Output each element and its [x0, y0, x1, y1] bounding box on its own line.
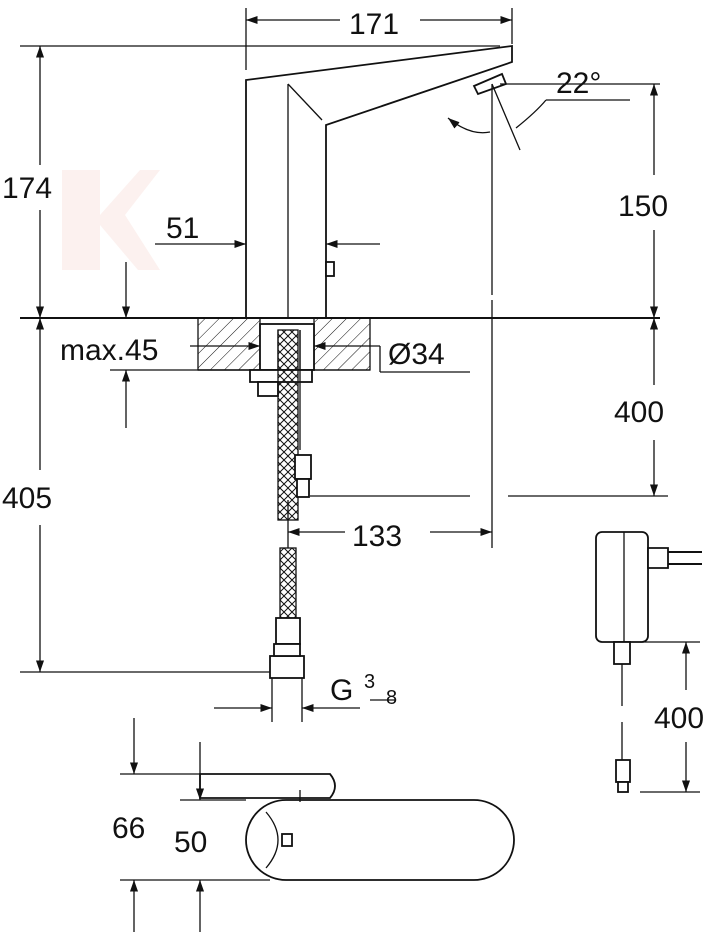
faucet-plan-view — [120, 718, 515, 932]
dim-top-width: 171 — [349, 8, 399, 41]
dim-connection-sub: 8 — [386, 687, 397, 709]
dim-hole-diameter: Ø34 — [388, 338, 445, 371]
dim-spout-height: 150 — [618, 190, 668, 223]
dim-connection-main: G — [330, 674, 353, 707]
power-adapter — [595, 531, 702, 793]
dim-max-deck: max.45 — [60, 334, 158, 367]
dim-reach: 133 — [352, 520, 402, 553]
flex-hose — [269, 329, 312, 679]
dim-flex-hose-upper: 400 — [614, 396, 664, 429]
dim-plan-depth-inner: 50 — [174, 826, 207, 859]
dim-total-height: 174 — [2, 172, 52, 205]
dimension-lines — [20, 8, 668, 722]
dim-spout-angle: 22° — [556, 67, 601, 100]
dim-connection-sup: 3 — [364, 671, 375, 693]
faucet-elevation — [245, 44, 513, 319]
dim-adapter-cable: 400 — [654, 702, 704, 735]
dim-plan-depth-outer: 66 — [112, 812, 145, 845]
dim-body-depth: 51 — [166, 212, 199, 245]
watermark-logo — [62, 170, 160, 270]
dim-flex-hose-total: 405 — [2, 482, 52, 515]
